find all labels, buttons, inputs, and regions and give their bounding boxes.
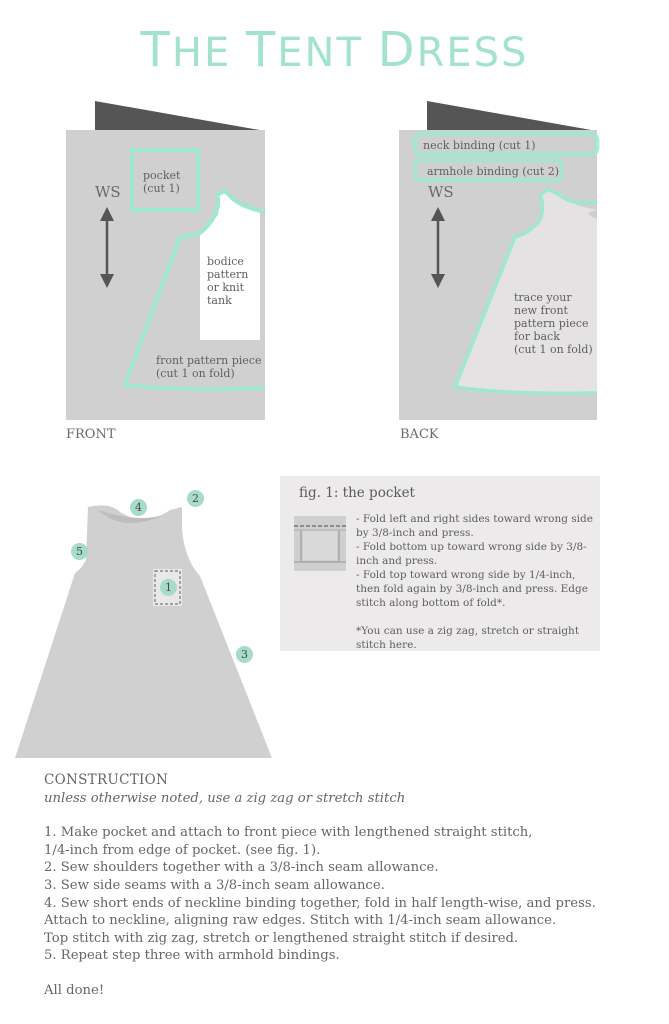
back-fabric-illustration [399,101,600,420]
fig1-line: - Fold top toward wrong side by 1/4-inch… [356,569,588,609]
construction-section: CONSTRUCTION unless otherwise noted, use… [44,772,654,1000]
step-line: Attach to neckline, aligning raw edges. … [44,913,557,929]
fig1-pocket-panel: fig. 1: the pocket - Fold left and right… [280,476,600,651]
pocket-fold-icon [294,516,346,571]
construction-subheading: unless otherwise noted, use a zig zag or… [44,790,406,806]
front-caption: FRONT [66,427,116,442]
step-marker-2: 2 [187,490,204,507]
fig1-title: fig. 1: the pocket [299,485,415,501]
trace-back-label: trace your new front pattern piece for b… [514,291,593,356]
construction-steps: 1. Make pocket and attach to front piece… [44,824,654,965]
step-line: 2. Sew shoulders together with a 3/8-inc… [44,860,439,876]
dress-diagram: 1 2 3 4 5 [10,480,280,760]
bodice-label: bodice pattern or knit tank [207,255,249,307]
step-line: 1/4-inch from edge of pocket. (see fig. … [44,842,321,858]
fig1-instructions: - Fold left and right sides toward wrong… [356,512,596,652]
step-line: 3. Sew side seams with a 3/8-inch seam a… [44,877,385,893]
fig1-note: *You can use a zig zag, stretch or strai… [356,625,580,651]
neck-binding-label: neck binding (cut 1) [423,139,536,152]
step-line: 5. Repeat step three with armhold bindin… [44,948,340,964]
step-line: Top stitch with zig zag, stretch or leng… [44,930,519,946]
dress-illustration [15,505,272,758]
pocket-label: pocket (cut 1) [143,169,181,195]
front-cutting-layout: WS pocket (cut 1) bodice pattern or knit… [60,95,280,445]
back-cutting-layout: neck binding (cut 1) armhole binding (cu… [390,95,610,445]
step-line: 1. Make pocket and attach to front piece… [44,825,533,841]
step-line: 4. Sew short ends of neckline binding to… [44,895,596,911]
wrong-side-label: WS [428,183,454,201]
construction-heading: CONSTRUCTION [44,772,169,788]
step-marker-5: 5 [71,543,88,560]
closing-text: All done! [44,982,105,998]
front-fabric-illustration [66,101,266,420]
armhole-binding-label: armhole binding (cut 2) [427,165,560,178]
fig1-line: - Fold left and right sides toward wrong… [356,513,593,539]
fig1-line: - Fold bottom up toward wrong side by 3/… [356,541,587,567]
step-marker-3: 3 [236,646,253,663]
step-marker-4: 4 [130,499,147,516]
step-marker-1: 1 [160,579,177,596]
page-title: THE TENT DRESS [140,22,529,78]
front-piece-label: front pattern piece (cut 1 on fold) [156,354,262,380]
wrong-side-label: WS [95,183,121,201]
back-caption: BACK [400,427,439,442]
